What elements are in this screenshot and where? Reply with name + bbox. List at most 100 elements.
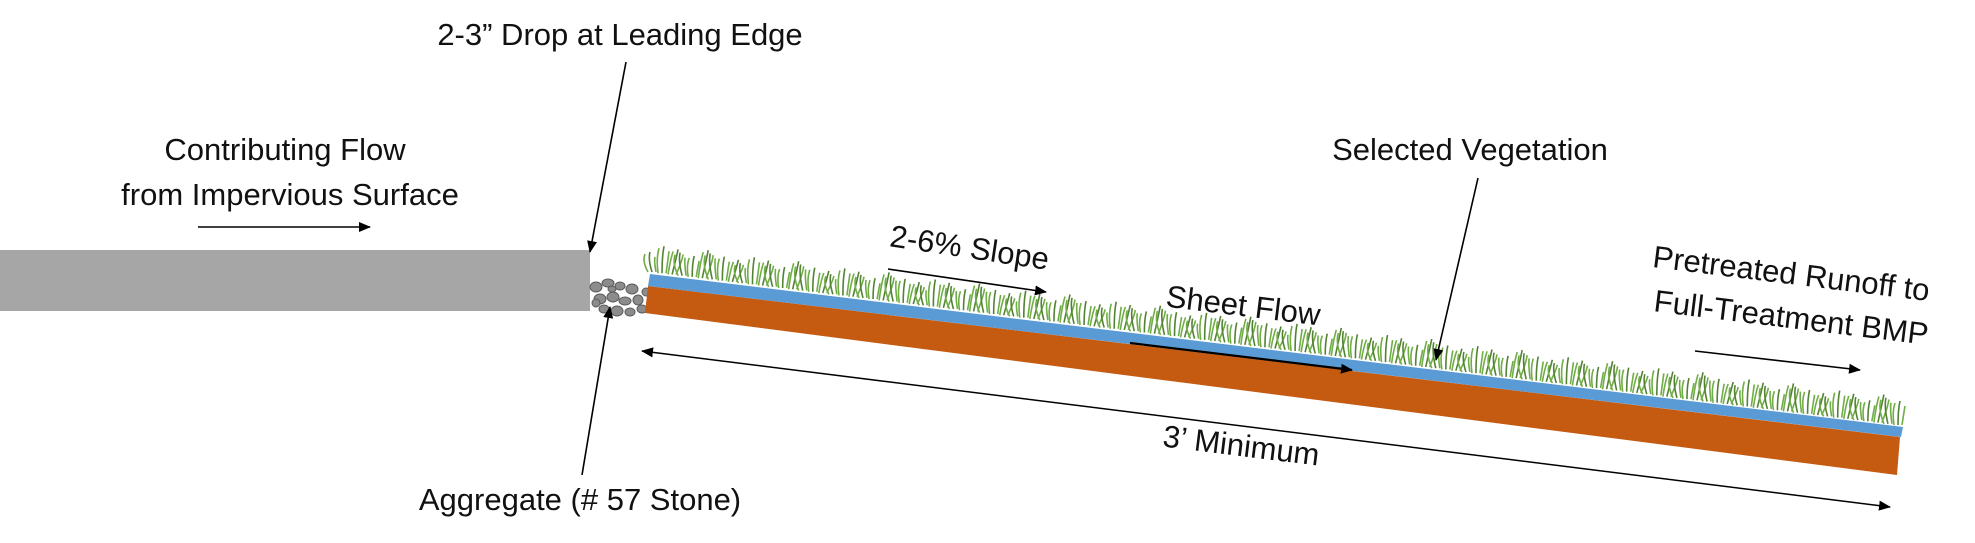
grass-blade bbox=[1806, 389, 1811, 414]
aggregate-stone bbox=[614, 281, 626, 291]
grass-blade bbox=[936, 284, 942, 307]
aggregate-stone bbox=[624, 307, 636, 317]
grass-blade bbox=[1590, 368, 1595, 389]
grass-blade bbox=[829, 274, 834, 295]
grass-blade bbox=[842, 268, 846, 296]
grass-blade bbox=[1015, 301, 1019, 317]
grass-blade bbox=[972, 283, 981, 312]
grass-blade bbox=[1095, 309, 1101, 328]
grass-blade bbox=[1166, 313, 1170, 336]
grass-blade bbox=[1560, 359, 1565, 385]
grass-blade bbox=[1317, 335, 1320, 354]
grass-blade bbox=[1183, 315, 1192, 338]
grass-blade bbox=[1686, 377, 1690, 400]
grass-blade bbox=[1897, 400, 1901, 426]
grass-blade bbox=[656, 248, 660, 274]
aggregate-stone bbox=[601, 278, 615, 288]
grass-blade bbox=[1889, 402, 1893, 424]
grass-blade bbox=[912, 281, 921, 305]
grass-blade bbox=[1708, 380, 1712, 402]
grass-blade bbox=[1588, 368, 1592, 387]
grass-blade bbox=[1859, 401, 1863, 421]
grass-blade bbox=[1063, 294, 1071, 323]
grass-blade bbox=[653, 256, 657, 273]
grass-blade bbox=[1746, 379, 1751, 407]
grass-blade bbox=[1179, 317, 1187, 338]
grass-blade bbox=[1771, 390, 1776, 411]
grass-blade bbox=[1776, 388, 1781, 411]
grass-blade bbox=[1530, 358, 1535, 381]
grass-blade bbox=[1155, 310, 1162, 336]
grass-blade bbox=[884, 277, 890, 302]
grass-blade bbox=[1100, 307, 1105, 328]
grass-blade bbox=[1505, 355, 1509, 377]
grass-blade bbox=[1117, 306, 1123, 329]
grass-blade bbox=[1286, 334, 1290, 350]
grass-blade bbox=[1621, 369, 1625, 392]
grass-blade bbox=[1470, 347, 1474, 374]
grass-blade bbox=[1059, 296, 1066, 323]
grass-blade bbox=[1440, 347, 1444, 370]
grass-blade bbox=[1168, 313, 1173, 337]
grass-blade bbox=[744, 267, 748, 284]
aggregate-stone bbox=[606, 291, 620, 303]
grass-blade bbox=[1716, 378, 1720, 403]
grass-blade bbox=[1029, 295, 1036, 320]
grass-blade bbox=[1149, 307, 1157, 334]
grass-blade bbox=[691, 255, 695, 277]
grass-blade bbox=[846, 273, 851, 296]
grass-blade bbox=[1467, 356, 1471, 373]
grass-blade bbox=[1075, 302, 1079, 324]
grass-blade bbox=[1010, 296, 1015, 317]
grass-blade bbox=[1256, 324, 1260, 347]
grass-blade bbox=[697, 251, 705, 279]
grass-blade bbox=[1349, 336, 1354, 359]
grass-blade bbox=[864, 279, 868, 299]
grass-blade bbox=[721, 256, 726, 281]
grass-blade bbox=[1535, 356, 1540, 381]
grass-blade bbox=[1161, 308, 1166, 336]
grass-blade bbox=[799, 264, 804, 291]
grass-blade bbox=[955, 290, 959, 310]
grass-blade bbox=[1147, 316, 1153, 333]
grass-blade bbox=[1083, 300, 1087, 326]
grass-blade bbox=[1500, 357, 1504, 378]
grass-blade bbox=[648, 251, 653, 273]
grass-blade bbox=[1065, 299, 1071, 325]
grass-blade bbox=[988, 291, 992, 315]
drop-label: 2-3” Drop at Leading Edge bbox=[437, 17, 802, 52]
aggregate-stone bbox=[610, 305, 624, 317]
grass-blade bbox=[1004, 298, 1011, 317]
grass-blade bbox=[671, 249, 679, 275]
grass-blade bbox=[882, 272, 890, 301]
grass-blade bbox=[673, 254, 679, 277]
grass-blade bbox=[1769, 390, 1773, 410]
grass-blade bbox=[769, 263, 774, 288]
grass-blade bbox=[738, 262, 744, 284]
aggregate-stones bbox=[589, 278, 651, 317]
grass-blade bbox=[974, 288, 981, 314]
aggregate-stone bbox=[598, 304, 610, 314]
grass-blade bbox=[1215, 321, 1222, 343]
grass-blade bbox=[1268, 328, 1273, 348]
grass-blade bbox=[751, 257, 756, 285]
grass-blade bbox=[1138, 313, 1143, 333]
contributing-flow-label-line1: Contributing Flow bbox=[164, 132, 406, 167]
grass-blade bbox=[1246, 321, 1252, 347]
grass-blade bbox=[872, 277, 876, 300]
grass-blade bbox=[1173, 311, 1178, 337]
grass-blade bbox=[781, 266, 786, 289]
grass-blade bbox=[949, 285, 955, 310]
grass-blade bbox=[695, 260, 700, 278]
grass-blade bbox=[1229, 324, 1233, 344]
grass-blade bbox=[1207, 317, 1213, 340]
grass-blade bbox=[1741, 381, 1746, 407]
grass-blade bbox=[1274, 326, 1282, 349]
grass-blade bbox=[980, 286, 985, 313]
grass-blade bbox=[957, 290, 962, 311]
grass-blade bbox=[733, 264, 740, 284]
grass-blade bbox=[1113, 301, 1118, 329]
grass-blade bbox=[1648, 378, 1652, 395]
grass-blade bbox=[962, 289, 967, 311]
